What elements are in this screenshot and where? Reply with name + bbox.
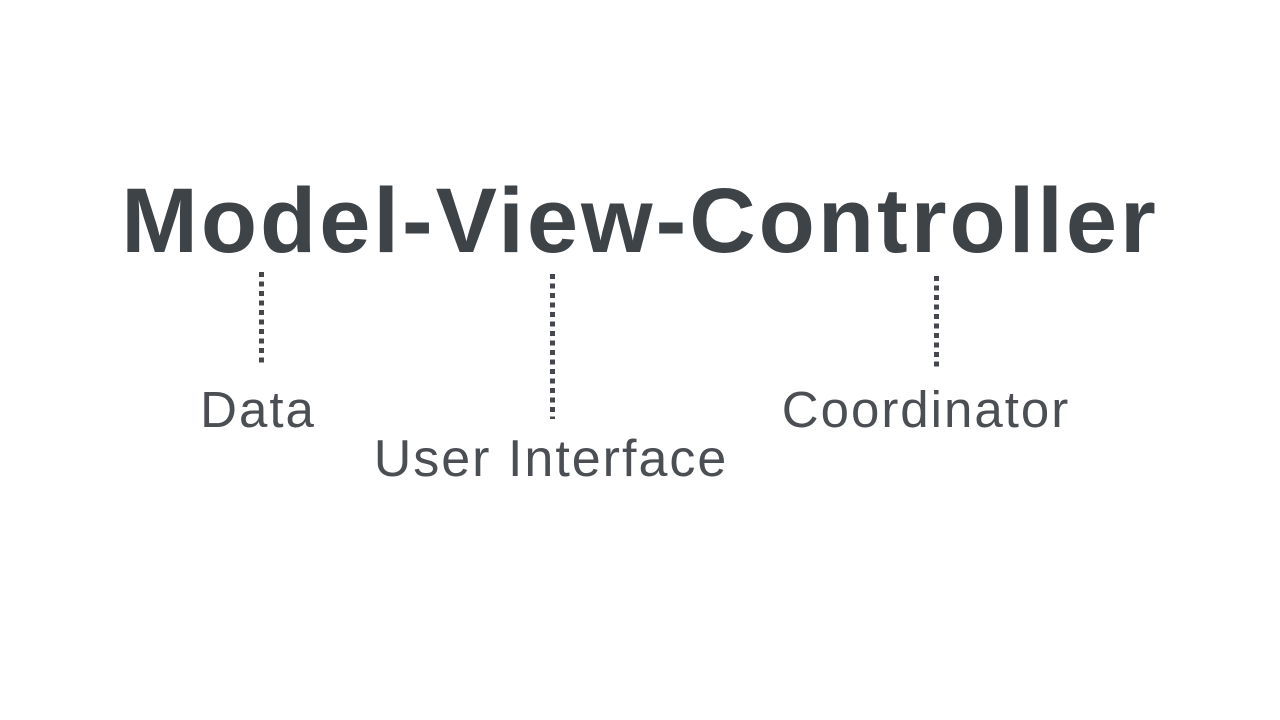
model-meaning-label: Data [200, 381, 316, 438]
view-dotted-connector [550, 274, 555, 419]
view-meaning-label: User Interface [373, 430, 729, 488]
diagram-title: Model-View-Controller [121, 170, 1159, 272]
model-dotted-connector [259, 272, 264, 367]
controller-meaning-label: Coordinator [781, 381, 1071, 438]
controller-dotted-connector [934, 276, 939, 371]
